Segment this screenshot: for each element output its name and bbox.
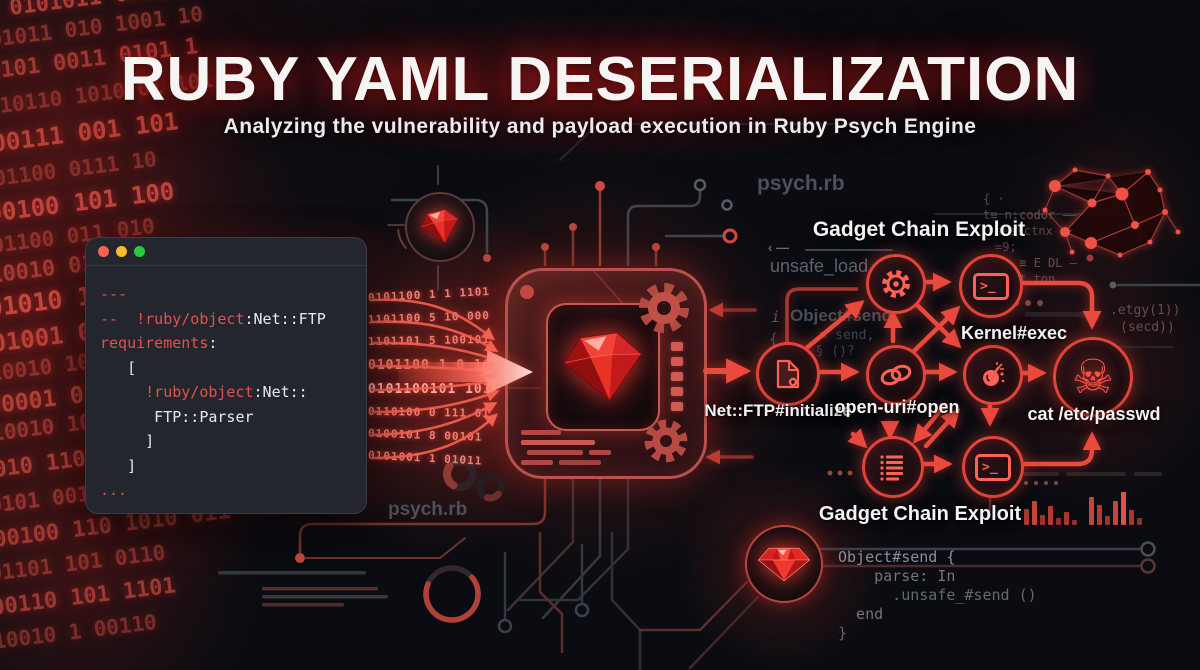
code-line: !ruby/object:Net:: <box>100 383 308 401</box>
watermark-brace: { <box>769 330 779 348</box>
label-unsafe-load: unsafe_load <box>770 256 869 276</box>
chain-icon <box>880 364 912 386</box>
terminal-titlebar <box>86 238 366 266</box>
terminal-icon: >_ <box>975 453 1011 481</box>
chip-code-bar <box>521 440 595 445</box>
watermark-italic-i: i <box>771 308 781 326</box>
code-line: --- <box>100 285 128 303</box>
node-pwned: ☠ <box>1053 337 1133 417</box>
gear-icon <box>882 270 910 298</box>
deco-code-line: =9; <box>995 240 1017 254</box>
spinner-icon <box>423 565 481 623</box>
donut-icon <box>442 457 477 491</box>
traffic-light-minimize[interactable] <box>116 246 127 257</box>
label-net-ftp-initialize: Net::FTP#initialize <box>704 401 852 420</box>
chip-dot <box>520 285 534 299</box>
label-open-uri-open: open-uri#open <box>834 397 960 417</box>
code-line: -- !ruby/object:Net::FTP <box>100 309 326 328</box>
node-shell-bottom: >_ <box>962 436 1024 498</box>
bomb-icon <box>983 362 1005 386</box>
bar-chart-dots <box>1024 481 1058 485</box>
watermark-object-send-l3: § ()? <box>800 344 855 359</box>
chip-pin <box>671 402 683 411</box>
node-chain <box>866 345 926 405</box>
snippet-line: parse: In <box>838 567 956 585</box>
page-subtitle: Analyzing the vulnerability and payload … <box>223 115 977 138</box>
chip-pin <box>671 342 683 351</box>
label-gadget-chain-bottom: Gadget Chain Exploit <box>818 503 1022 525</box>
watermark-etgy-1: .etgy(1)) <box>1110 303 1181 318</box>
label-gadget-chain-top: Gadget Chain Exploit <box>812 218 1026 241</box>
code-line: ] <box>100 456 137 475</box>
big-data-arrow <box>398 350 533 394</box>
label-kernel-exec: Kernel#exec <box>960 323 1068 343</box>
gear-icon <box>639 283 689 333</box>
snippet-line: } <box>838 624 848 642</box>
node-malware <box>963 345 1023 405</box>
chip-pin <box>671 387 683 396</box>
ruby-engine-chip <box>505 268 707 479</box>
terminal-code: --- -- !ruby/object:Net::FTP requirement… <box>86 266 366 503</box>
terminal-icon: >_ <box>973 272 1009 300</box>
traffic-light-zoom[interactable] <box>134 246 145 257</box>
node-gear <box>866 254 926 314</box>
code-line: ... <box>100 481 128 499</box>
traffic-light-close[interactable] <box>98 246 109 257</box>
code-line: FTP::Parser <box>100 407 254 426</box>
watermark-object-send: Object#send <box>790 306 893 325</box>
chip-pin <box>671 372 683 381</box>
diamond-badge <box>745 525 823 603</box>
node-registry <box>862 436 924 498</box>
file-gear-icon <box>776 359 800 389</box>
gear-icon <box>644 419 688 463</box>
code-line: requirements: <box>100 334 218 352</box>
snippet-line: Object#send { <box>838 548 956 566</box>
code-line: [ <box>100 358 137 377</box>
node-payload-file <box>756 342 820 406</box>
chip-code-bar <box>527 450 583 455</box>
page-title: RUBY YAML DESERIALIZATION <box>120 45 1080 114</box>
chip-code-bar <box>559 460 601 465</box>
chip-code-bar <box>521 430 561 435</box>
node-shell-top: >_ <box>959 254 1023 318</box>
terminal-window: --- -- !ruby/object:Net::FTP requirement… <box>85 237 367 514</box>
bar-chart-decor <box>1024 489 1142 525</box>
skull-crossbones-icon: ☠ <box>1071 349 1115 405</box>
snippet-line: end <box>838 605 884 623</box>
back-arrow-glyph: ‹ — <box>768 240 789 255</box>
ruby-badge <box>405 192 475 262</box>
snippet-line: .unsafe_#send () <box>838 586 1037 604</box>
list-icon <box>880 455 903 481</box>
terminal-prompt: >_ <box>980 278 996 294</box>
chip-code-bar <box>521 460 553 465</box>
chip-code-bar <box>589 450 611 455</box>
deco-code-line: t≡ n:codor —— <box>983 208 1077 222</box>
watermark-psych-rb-top: psych.rb <box>757 172 845 195</box>
deco-code-line: sessctnx · <box>995 224 1075 238</box>
deco-code-line: { · <box>983 192 1005 206</box>
watermark-psych-rb-bottom: psych.rb <box>388 499 468 520</box>
code-line: ] <box>100 432 155 450</box>
watermark-etgy-2: (secd)) <box>1120 320 1175 335</box>
label-cat-etc-passwd: cat /etc/passwd <box>1027 404 1161 424</box>
chip-pin <box>671 357 683 366</box>
chip-inner-panel <box>546 303 660 431</box>
terminal-prompt: >_ <box>982 459 998 475</box>
